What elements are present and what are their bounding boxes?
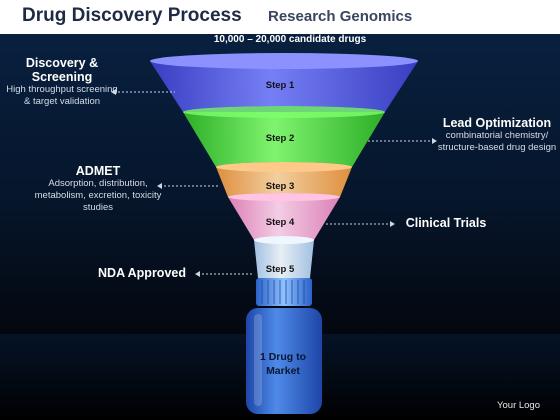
page-subtitle: Research Genomics xyxy=(268,8,413,25)
nda-annotation: NDA Approved xyxy=(86,266,198,280)
discovery-title: Discovery & Screening xyxy=(25,56,99,84)
funnel-diagram xyxy=(111,53,437,414)
connector-arrowheads xyxy=(111,89,437,277)
candidate-drugs-label: 10,000 – 20,000 candidate drugs xyxy=(213,34,367,45)
clinical-annotation: Clinical Trials xyxy=(396,216,496,230)
nda-title: NDA Approved xyxy=(98,266,186,280)
clinical-title: Clinical Trials xyxy=(405,216,487,230)
medicine-bottle xyxy=(246,308,322,414)
step-2-label: Step 2 xyxy=(265,133,295,144)
bottle-cap xyxy=(256,278,312,306)
funnel-step-5 xyxy=(254,236,314,278)
connector-lines xyxy=(114,91,434,275)
lead-desc: combinatorial chemistry/ structure-based… xyxy=(437,130,557,153)
lead-title: Lead Optimization xyxy=(442,116,552,130)
lead-annotation: Lead Optimization combinatorial chemistr… xyxy=(436,116,558,154)
step-3-label: Step 3 xyxy=(265,181,295,192)
discovery-annotation: Discovery & Screening High throughput sc… xyxy=(6,56,118,108)
discovery-desc: High throughput screening & target valid… xyxy=(6,84,118,107)
admet-annotation: ADMET Adsorption, distribution, metaboli… xyxy=(28,164,168,214)
step-1-label: Step 1 xyxy=(265,80,295,91)
admet-title: ADMET xyxy=(75,164,121,178)
admet-desc: Adsorption, distribution, metabolism, ex… xyxy=(34,178,162,213)
logo-text: Your Logo xyxy=(497,400,540,411)
page-title: Drug Discovery Process xyxy=(22,5,242,26)
step-5-label: Step 5 xyxy=(265,264,295,275)
step-4-label: Step 4 xyxy=(265,217,295,228)
title-bar: Drug Discovery Process Research Genomics xyxy=(0,0,560,34)
funnel-step-2 xyxy=(183,106,385,172)
bottle-label: 1 Drug to Market xyxy=(259,351,307,377)
